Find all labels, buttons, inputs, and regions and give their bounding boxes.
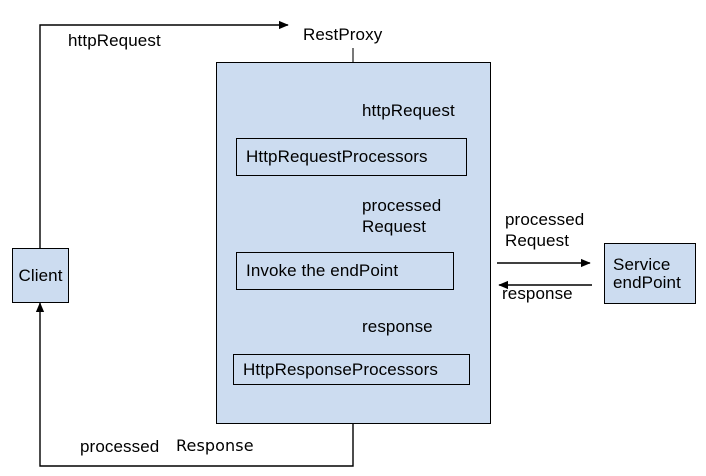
node-http-request-processors-label: HttpRequestProcessors xyxy=(246,147,428,167)
edge-label-processed-request-inner-line1: processed xyxy=(362,196,442,215)
node-client[interactable]: Client xyxy=(12,248,69,303)
node-invoke-endpoint[interactable]: Invoke the endPoint xyxy=(236,252,454,290)
edge-label-service-to-proxy: response xyxy=(502,284,573,303)
node-service-endpoint-label-line2: endPoint xyxy=(613,272,681,292)
node-client-label: Client xyxy=(18,265,63,285)
node-http-request-processors[interactable]: HttpRequestProcessors xyxy=(236,138,467,176)
restproxy-title: RestProxy xyxy=(303,25,383,44)
edge-label-client-to-proxy: httpRequest xyxy=(68,31,161,50)
node-service-endpoint-label-line1: Service xyxy=(613,255,671,275)
node-service-endpoint[interactable]: Service endPoint xyxy=(604,243,696,304)
edge-label-invoke-to-response-processors: response xyxy=(362,317,433,336)
edge-label-proxy-to-service-line2: Request xyxy=(505,231,570,250)
node-http-response-processors[interactable]: HttpResponseProcessors xyxy=(233,354,470,385)
edge-label-processed-request-inner-line2: Request xyxy=(362,217,427,236)
node-invoke-endpoint-label: Invoke the endPoint xyxy=(246,261,399,281)
edge-label-proxy-to-request-processors: httpRequest xyxy=(362,101,455,120)
edge-label-proxy-to-service-line1: processed xyxy=(505,210,585,229)
node-http-response-processors-label: HttpResponseProcessors xyxy=(243,359,438,379)
edge-label-processed-response-part1: processed xyxy=(80,437,160,456)
edge-label-processed-response-part2: Response xyxy=(176,436,254,455)
